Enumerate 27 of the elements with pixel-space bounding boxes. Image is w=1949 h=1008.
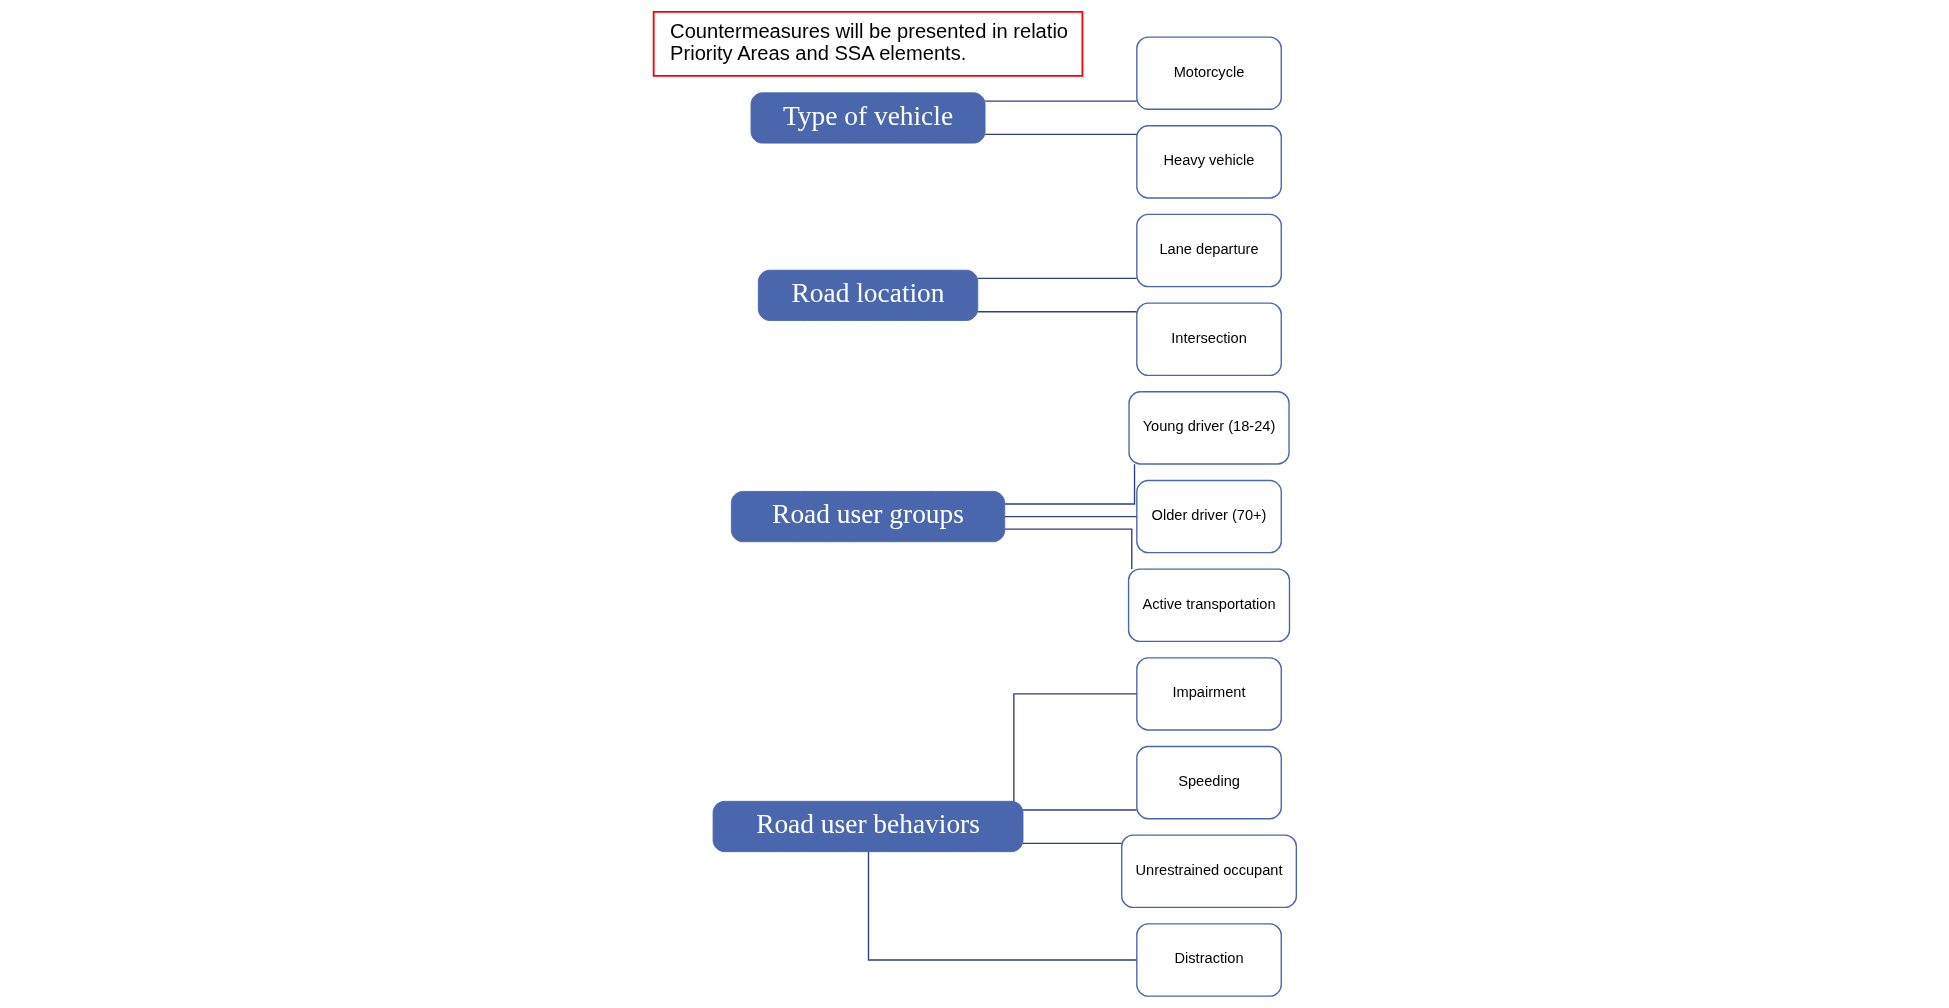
node-box: Road user behaviors: [712, 800, 1023, 853]
connector: [1003, 515, 1137, 518]
connector: [1003, 463, 1135, 505]
connector: [983, 133, 1137, 136]
connector: [1003, 528, 1132, 570]
node-box: Unrestrained occupant: [1120, 834, 1297, 909]
connector: [1021, 842, 1122, 845]
node-box: Countermeasures will be presented in relatio Priority Areas and SSA elements.: [652, 11, 1083, 77]
connector: [867, 851, 1137, 961]
node-box: Motorcycle: [1135, 36, 1282, 110]
node-box: Lane departure: [1135, 213, 1282, 288]
connector: [1021, 809, 1137, 811]
node-box: Young driver (18-24): [1127, 391, 1290, 465]
node-box: Intersection: [1135, 302, 1282, 376]
node-box: Heavy vehicle: [1135, 125, 1282, 199]
node-box: Impairment: [1135, 657, 1282, 731]
node-box: Road user groups: [730, 490, 1005, 543]
connector: [983, 100, 1137, 102]
node-box: Road location: [757, 269, 978, 321]
connector: [976, 311, 1137, 313]
node-box: Older driver (70+): [1135, 479, 1282, 554]
node-box: Active transportation: [1127, 568, 1290, 643]
connector: [976, 277, 1137, 280]
node-box: Distraction: [1135, 923, 1282, 997]
node-box: Speeding: [1135, 745, 1282, 820]
connector: [1012, 693, 1137, 802]
node-box: Type of vehicle: [750, 92, 985, 144]
